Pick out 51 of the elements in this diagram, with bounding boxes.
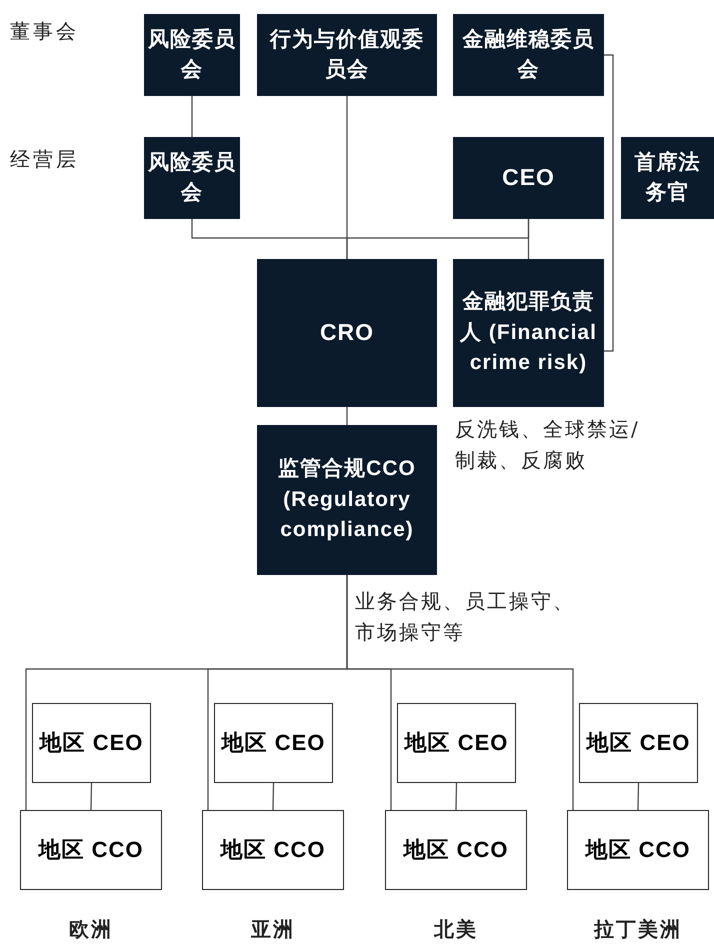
role-box bbox=[621, 137, 714, 219]
scope-note: 反洗钱、全球禁运/制裁、反腐败 bbox=[455, 416, 641, 474]
connector-line bbox=[455, 782, 458, 810]
region-box bbox=[20, 810, 162, 890]
box-text: 金融维稳委员会 bbox=[461, 26, 596, 83]
connector-line bbox=[528, 219, 530, 259]
box-text: 风险委员会 bbox=[148, 150, 236, 206]
region-box bbox=[214, 703, 333, 783]
region-box bbox=[397, 703, 516, 783]
box-text: 行为与价值观委员会 bbox=[268, 26, 425, 83]
tier-label: 董事会 bbox=[10, 18, 79, 45]
box-text: 地区 CCO bbox=[404, 836, 508, 864]
region-box bbox=[579, 703, 698, 783]
connector-line bbox=[90, 782, 92, 810]
role-box bbox=[144, 137, 240, 219]
box-text: CRO bbox=[320, 318, 374, 348]
role-box bbox=[144, 14, 240, 96]
role-box bbox=[257, 259, 437, 407]
region-label: 北美 bbox=[432, 916, 479, 943]
role-box bbox=[453, 137, 604, 219]
scope-note: 业务合规、员工操守、市场操守等 bbox=[355, 588, 576, 646]
role-box bbox=[453, 259, 604, 407]
connector-line bbox=[191, 96, 193, 137]
box-text: CEO bbox=[502, 163, 555, 192]
box-text: 首席法务官 bbox=[634, 150, 702, 206]
box-text: 地区 CCO bbox=[38, 836, 144, 864]
connector-line bbox=[272, 782, 274, 810]
box-text: 金融犯罪负责人 (Financial crime risk) bbox=[458, 289, 598, 376]
connector-line bbox=[346, 575, 574, 810]
connector-line bbox=[637, 782, 640, 810]
region-box bbox=[567, 810, 709, 890]
box-text: 监管合规CCO (Regulatory compliance) bbox=[277, 456, 417, 544]
box-text: 地区 CCO bbox=[220, 836, 326, 864]
region-box bbox=[385, 810, 527, 890]
role-box bbox=[453, 14, 604, 96]
box-text: 地区 CEO bbox=[404, 729, 508, 758]
box-text: 地区 CCO bbox=[586, 836, 690, 864]
box-text: 风险委员会 bbox=[148, 26, 236, 83]
region-label: 亚洲 bbox=[250, 916, 296, 943]
region-label: 欧洲 bbox=[68, 916, 114, 943]
box-text: 地区 CEO bbox=[586, 729, 690, 758]
region-box bbox=[202, 810, 344, 890]
region-box bbox=[32, 703, 151, 783]
box-text: 地区 CEO bbox=[40, 729, 144, 758]
role-box bbox=[257, 14, 437, 96]
box-text: 地区 CEO bbox=[222, 729, 326, 758]
region-label: 拉丁美洲 bbox=[592, 916, 683, 943]
tier-label: 经营层 bbox=[10, 146, 79, 173]
connector-line bbox=[346, 407, 348, 425]
role-box bbox=[257, 425, 437, 575]
connector-line bbox=[604, 54, 614, 352]
